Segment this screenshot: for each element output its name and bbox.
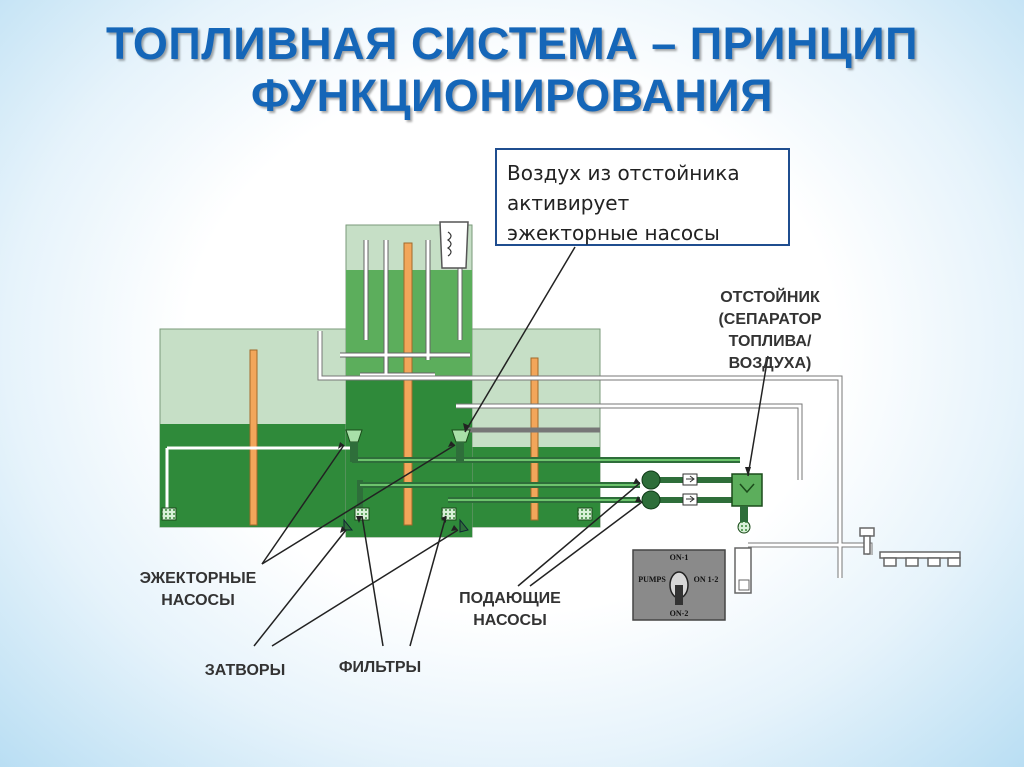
- page-title: ТОПЛИВНАЯ СИСТЕМА – ПРИНЦИП ФУНКЦИОНИРОВ…: [0, 18, 1024, 122]
- switch-label-left: PUMPS: [638, 575, 666, 584]
- separator-label-line-3: ТОПЛИВА/ВОЗДУХА): [728, 333, 812, 372]
- title-line-1: ТОПЛИВНАЯ СИСТЕМА – ПРИНЦИП: [106, 18, 918, 69]
- feed-lines-inner: [352, 459, 740, 501]
- ejector-pumps-label-line-2: НАСОСЫ: [161, 592, 235, 609]
- callout-line-3: эжекторные насосы: [507, 221, 720, 245]
- feed-pumps-label-line-1: ПОДАЮЩИЕ: [459, 590, 561, 607]
- callout-line-2: активирует: [507, 191, 630, 215]
- callout-line-1: Воздух из отстойника: [507, 161, 740, 185]
- switch-label-right: ON 1-2: [694, 575, 719, 584]
- switch-label-bottom: ON-2: [670, 609, 689, 618]
- pointer-lines: [253, 246, 769, 647]
- separator: [731, 473, 763, 594]
- switch-label-top: ON-1: [670, 553, 689, 562]
- filters-label: ФИЛЬТРЫ: [338, 659, 422, 676]
- feed-pumps-label-line-2: НАСОСЫ: [473, 612, 547, 629]
- ejector-pumps-label-line-1: ЭЖЕКТОРНЫЕ: [139, 570, 257, 587]
- pump-switch-panel[interactable]: ON-1 PUMPS ON 1-2 ON-2: [632, 549, 726, 621]
- separator-label: ОТСТОЙНИК (СЕПАРАТОР ТОПЛИВА/ВОЗДУХА): [690, 287, 850, 375]
- ejector-pump-left: [345, 429, 363, 462]
- valves: [343, 518, 469, 533]
- ejector-pumps-label: ЭЖЕКТОРНЫЕ НАСОСЫ: [118, 568, 278, 612]
- title-line-2: ФУНКЦИОНИРОВАНИЯ: [250, 70, 774, 121]
- vent-jar-icon: [439, 221, 469, 269]
- engine-manifold: [859, 527, 961, 567]
- separator-label-line-1: ОТСТОЙНИК: [720, 289, 820, 306]
- ejector-pump-right: [451, 429, 471, 462]
- level-rods: [249, 242, 539, 526]
- separator-label-line-2: (СЕПАРАТОР: [718, 311, 822, 328]
- air-callout-box: Воздух из отстойника активирует эжекторн…: [495, 148, 790, 246]
- valves-label: ЗАТВОРЫ: [204, 662, 286, 679]
- pointer-arrowheads: [338, 423, 751, 533]
- feed-pumps: [641, 470, 698, 510]
- feed-pumps-label: ПОДАЮЩИЕ НАСОСЫ: [440, 588, 580, 632]
